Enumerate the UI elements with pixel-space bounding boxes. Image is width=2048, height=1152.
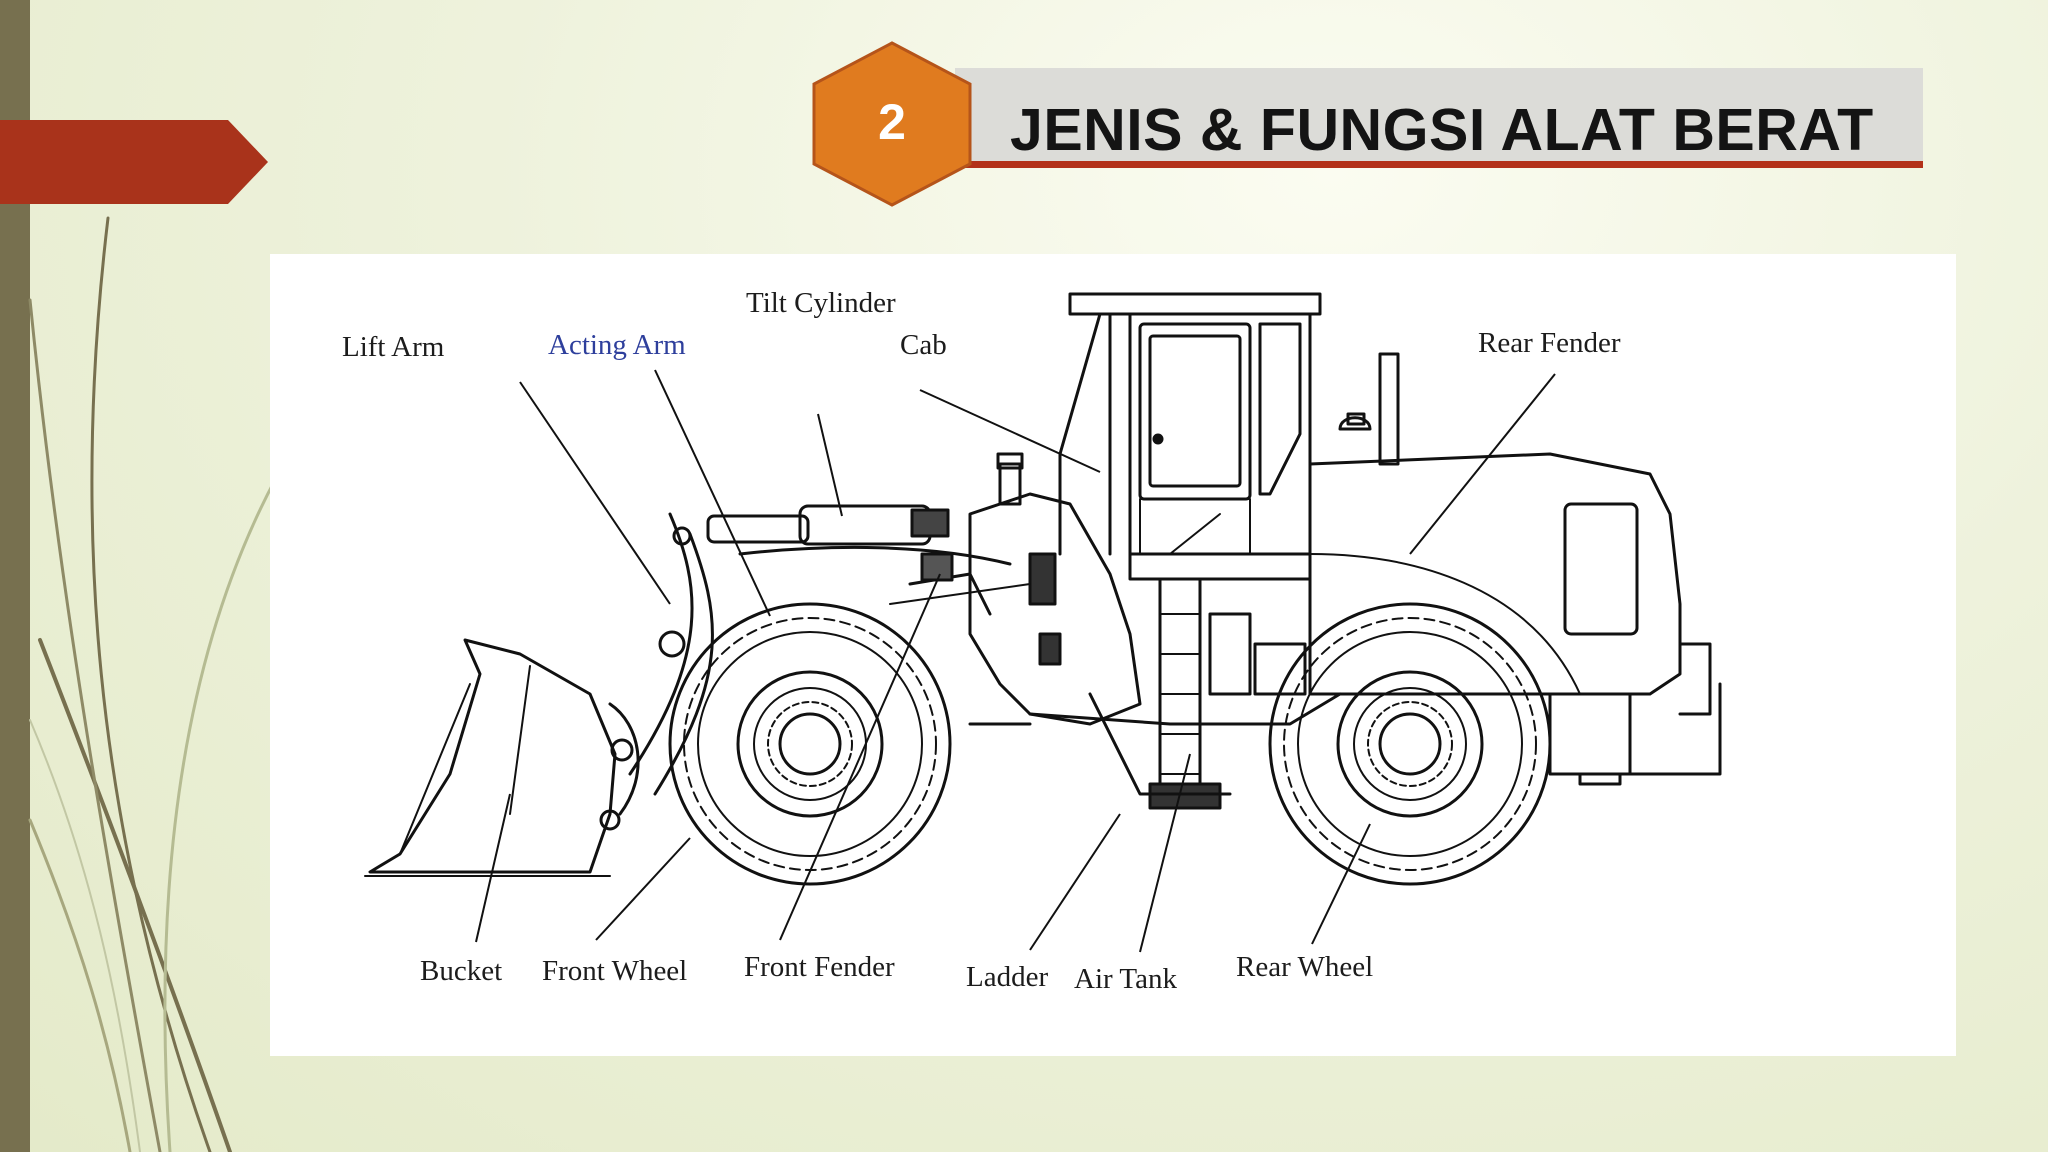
title-arrow-marker bbox=[0, 120, 268, 204]
label-ladder: Ladder bbox=[966, 961, 1049, 993]
label-lift-arm: Lift Arm bbox=[342, 331, 445, 363]
label-rear-wheel: Rear Wheel bbox=[1236, 951, 1374, 983]
wheel-loader-diagram: Lift Arm Acting Arm Tilt Cylinder Cab Re… bbox=[270, 254, 1956, 1056]
label-tilt-cylinder: Tilt Cylinder bbox=[746, 287, 896, 319]
label-rear-fender: Rear Fender bbox=[1478, 327, 1621, 359]
wheel-loader-drawing bbox=[364, 292, 1722, 953]
label-acting-arm: Acting Arm bbox=[548, 329, 686, 361]
label-cab: Cab bbox=[900, 329, 947, 361]
slide-number: 2 bbox=[878, 94, 906, 150]
label-air-tank: Air Tank bbox=[1074, 963, 1177, 995]
title-band bbox=[955, 68, 1923, 168]
label-front-fender: Front Fender bbox=[744, 951, 895, 983]
slide-title: JENIS & FUNGSI ALAT BERAT bbox=[1010, 97, 1874, 163]
decorative-swooshes bbox=[28, 216, 277, 1152]
label-bucket: Bucket bbox=[420, 955, 503, 987]
slide-number-hexagon bbox=[812, 41, 972, 207]
label-front-wheel: Front Wheel bbox=[542, 955, 688, 987]
